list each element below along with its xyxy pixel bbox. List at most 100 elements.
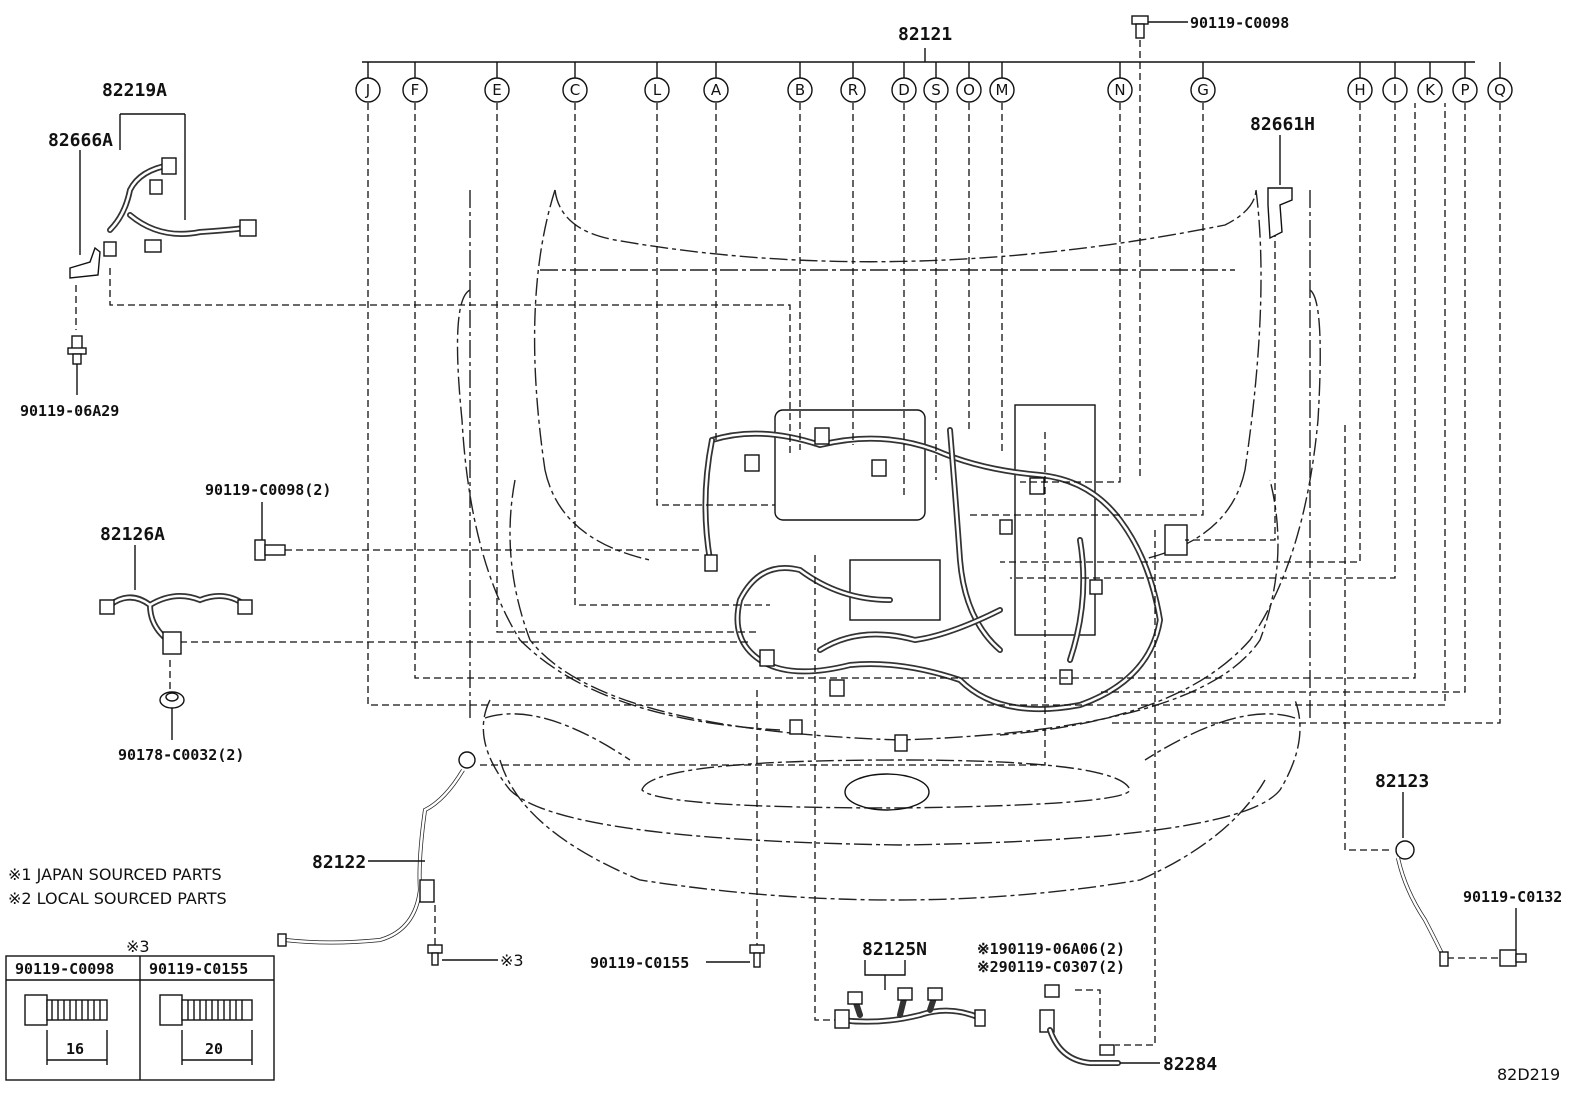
vehicle-body-outline bbox=[456, 189, 1321, 901]
connector-letter: O bbox=[963, 81, 975, 99]
bolt-icon bbox=[1499, 908, 1527, 967]
part-label-90119-C0098-2: 90119-C0098(2) bbox=[205, 481, 331, 499]
connector-circle bbox=[355, 77, 381, 103]
table-header: ※3 bbox=[126, 937, 150, 956]
connector-circle bbox=[562, 77, 588, 103]
part-82661H-bracket bbox=[1267, 135, 1293, 240]
part-82219A-harness bbox=[69, 113, 257, 279]
figure-code: 82D219 bbox=[1497, 1065, 1560, 1084]
table-length-20: 20 bbox=[205, 1040, 223, 1058]
connector-letter: J bbox=[365, 81, 370, 99]
connector-circle bbox=[989, 77, 1015, 103]
leader-lines bbox=[75, 40, 1501, 1046]
note-local-sourced: ※2 LOCAL SOURCED PARTS bbox=[8, 889, 227, 908]
part-82125N-harness bbox=[834, 960, 986, 1029]
bolt-icon bbox=[427, 944, 498, 966]
connector-marker-h: H bbox=[1347, 77, 1373, 103]
engine-bay-harness bbox=[702, 404, 1188, 752]
connector-letter: L bbox=[653, 81, 662, 99]
part-label-82666A: 82666A bbox=[48, 130, 113, 151]
connector-circle bbox=[787, 77, 813, 103]
ref-mark-3: ※3 bbox=[500, 951, 524, 970]
connector-marker-n: N bbox=[1107, 77, 1133, 103]
connector-marker-g: G bbox=[1190, 77, 1216, 103]
connector-marker-o: O bbox=[956, 77, 982, 103]
connector-letter: R bbox=[848, 81, 858, 99]
part-label-90119-06A29: 90119-06A29 bbox=[20, 402, 119, 420]
connector-circle bbox=[644, 77, 670, 103]
connector-circle bbox=[1347, 77, 1373, 103]
connector-letter: G bbox=[1197, 81, 1209, 99]
part-label-82284: 82284 bbox=[1163, 1054, 1217, 1075]
connector-letter: H bbox=[1354, 81, 1365, 99]
note-japan-sourced: ※1 JAPAN SOURCED PARTS bbox=[8, 865, 222, 884]
main-harness-bracket bbox=[362, 48, 1501, 78]
connector-letter: D bbox=[898, 81, 910, 99]
connector-marker-s: S bbox=[923, 77, 949, 103]
table-col2-header: 90119-C0155 bbox=[149, 960, 248, 978]
connector-circle bbox=[923, 77, 949, 103]
connector-letter: I bbox=[1393, 81, 1397, 99]
part-label-82661H: 82661H bbox=[1250, 114, 1315, 135]
nut-icon bbox=[159, 691, 185, 740]
connector-marker-b: B bbox=[787, 77, 813, 103]
connector-circle bbox=[1382, 77, 1408, 103]
connector-circle bbox=[703, 77, 729, 103]
part-label-82121: 82121 bbox=[898, 24, 952, 45]
connector-circle bbox=[402, 77, 428, 103]
part-82284-harness bbox=[1039, 984, 1160, 1066]
connector-letter: E bbox=[492, 81, 501, 99]
connector-marker-m: M bbox=[989, 77, 1015, 103]
connector-circle bbox=[891, 77, 917, 103]
ref-90119-C0307: ※290119-C0307(2) bbox=[977, 958, 1125, 976]
connector-marker-f: F bbox=[402, 77, 428, 103]
connector-letter: C bbox=[570, 81, 580, 99]
bolt-icon bbox=[254, 502, 286, 561]
bolt-spec-table bbox=[5, 955, 275, 1081]
part-label-82123: 82123 bbox=[1375, 771, 1429, 792]
part-label-90178-C0032-2: 90178-C0032(2) bbox=[118, 746, 244, 764]
ref-90119-06A06: ※190119-06A06(2) bbox=[977, 940, 1125, 958]
connector-circle bbox=[1452, 77, 1478, 103]
connector-letter: B bbox=[795, 81, 805, 99]
connector-letter: N bbox=[1114, 81, 1125, 99]
connector-marker-p: P bbox=[1452, 77, 1478, 103]
connector-circle bbox=[484, 77, 510, 103]
connector-circle bbox=[1487, 77, 1513, 103]
part-label-90119-C0098-top: 90119-C0098 bbox=[1190, 14, 1289, 32]
connector-letter: Q bbox=[1494, 81, 1506, 99]
part-label-90119-C0155: 90119-C0155 bbox=[590, 954, 689, 972]
connector-marker-k: K bbox=[1417, 77, 1443, 103]
bolt-icon bbox=[1131, 15, 1188, 39]
connector-circle bbox=[840, 77, 866, 103]
connector-letter: S bbox=[931, 81, 941, 99]
connector-marker-c: C bbox=[562, 77, 588, 103]
connector-letter: K bbox=[1425, 81, 1436, 99]
table-col1-header: 90119-C0098 bbox=[15, 960, 114, 978]
part-82126A-harness bbox=[99, 545, 253, 655]
connector-circle bbox=[956, 77, 982, 103]
part-82123-cable bbox=[1395, 792, 1449, 967]
connector-marker-l: L bbox=[644, 77, 670, 103]
part-label-82125N: 82125N bbox=[862, 939, 927, 960]
connector-marker-i: I bbox=[1382, 77, 1408, 103]
connector-letter: P bbox=[1460, 81, 1469, 99]
part-82122-cable bbox=[277, 751, 476, 947]
connector-circle bbox=[1417, 77, 1443, 103]
connector-circle bbox=[1190, 77, 1216, 103]
part-label-82122: 82122 bbox=[312, 852, 366, 873]
bolt-icon bbox=[706, 944, 765, 968]
connector-marker-j: J bbox=[355, 77, 381, 103]
connector-letter: A bbox=[711, 81, 722, 99]
connector-marker-r: R bbox=[840, 77, 866, 103]
bolt-icon bbox=[67, 335, 87, 395]
connector-marker-d: D bbox=[891, 77, 917, 103]
connector-marker-a: A bbox=[703, 77, 729, 103]
connector-marker-e: E bbox=[484, 77, 510, 103]
part-label-82126A: 82126A bbox=[100, 524, 165, 545]
connector-marker-q: Q bbox=[1487, 77, 1513, 103]
connector-letter: F bbox=[411, 81, 420, 99]
part-label-82219A: 82219A bbox=[102, 80, 167, 101]
connector-circle bbox=[1107, 77, 1133, 103]
